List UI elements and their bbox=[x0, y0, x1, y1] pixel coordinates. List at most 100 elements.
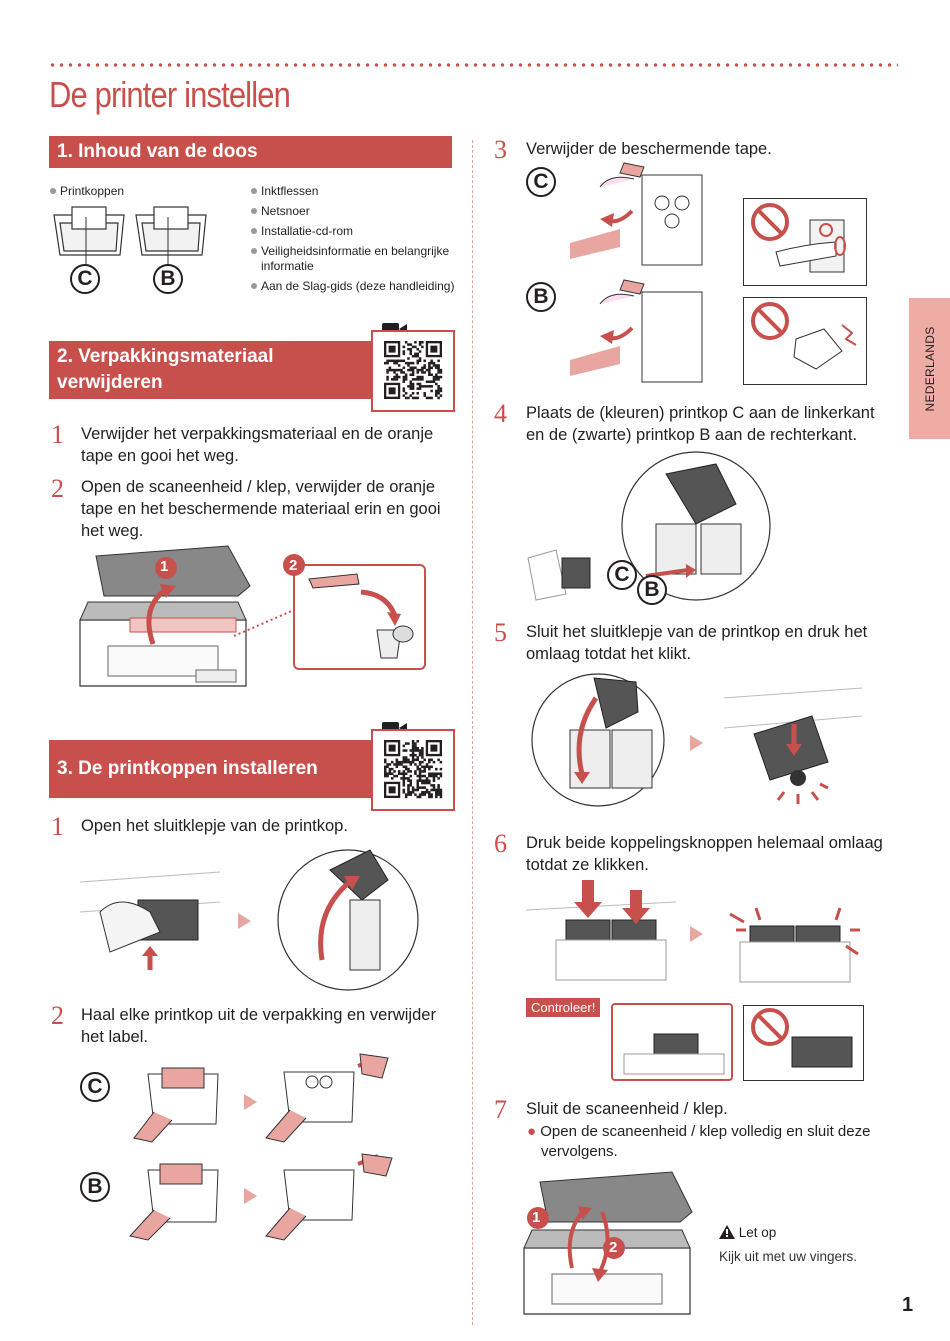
step-number: 2 bbox=[51, 1001, 64, 1030]
remove-tape-color-illustration bbox=[570, 162, 703, 266]
section3-step1-text: Open het sluitklepje van de printkop. bbox=[81, 817, 348, 835]
box-item-5: Aan de Slag-gids (deze handleiding) bbox=[251, 279, 454, 294]
close-scanner-illustration bbox=[523, 1171, 693, 1315]
bullet-dot bbox=[251, 248, 257, 254]
step-number: 5 bbox=[494, 618, 507, 647]
page-title: De printer instellen bbox=[49, 74, 291, 115]
latch-opened-illustration bbox=[277, 849, 419, 991]
step-number: 2 bbox=[51, 474, 64, 503]
check-inset-box bbox=[611, 1003, 733, 1081]
box-item-3: Installatie-cd-rom bbox=[251, 224, 353, 239]
remove-tape-black-illustration bbox=[570, 279, 703, 383]
do-not-drop-illustration bbox=[751, 302, 857, 370]
press-joint-buttons-illustration bbox=[525, 880, 677, 984]
bullet-dot bbox=[50, 188, 56, 194]
next-arrow-icon bbox=[238, 913, 251, 929]
step-number: 6 bbox=[494, 829, 507, 858]
section2-heading-line1: 2. Verpakkingsmateriaal bbox=[57, 346, 274, 367]
step-number: 4 bbox=[494, 399, 507, 428]
section2-step1-text: Verwijder het verpakkingsmateriaal en de… bbox=[81, 425, 434, 465]
step3-text: Verwijder de beschermende tape. bbox=[526, 140, 772, 158]
insert-printheads-illustration bbox=[527, 451, 771, 601]
step7-bullet-text: Open de scaneenheid / klep volledig en s… bbox=[540, 1123, 871, 1160]
step6-text: Druk beide koppelingsknoppen helemaal om… bbox=[526, 834, 883, 874]
qr-code-icon bbox=[384, 341, 443, 400]
badge-c: C bbox=[607, 560, 637, 590]
qr-code-icon bbox=[384, 740, 443, 799]
latch-closed-illustration bbox=[723, 668, 863, 814]
wrong-handling-panel-1 bbox=[743, 198, 867, 286]
box-item-1-text: Inktflessen bbox=[261, 184, 319, 198]
badge-c: C bbox=[70, 264, 100, 294]
next-arrow-icon bbox=[244, 1094, 257, 1110]
badge-b: B bbox=[526, 282, 556, 312]
hand-on-latch-illustration bbox=[79, 852, 221, 970]
do-not-touch-contacts-illustration bbox=[751, 203, 846, 273]
box-item-1: Inktflessen bbox=[251, 184, 318, 199]
printer-open-illustration bbox=[79, 545, 251, 687]
section1-heading: 1. Inhoud van de doos bbox=[49, 136, 452, 168]
joint-buttons-clicked-illustration bbox=[720, 900, 860, 986]
color-printhead-unpacked bbox=[265, 1053, 389, 1143]
incorrect-position-illustration bbox=[751, 1008, 853, 1068]
printhead-boxes-illustration bbox=[53, 206, 207, 269]
box-item-2: Netsnoer bbox=[251, 204, 310, 219]
section2-heading: 2. Verpakkingsmateriaal verwijderen bbox=[49, 341, 372, 399]
bullet-dot bbox=[251, 208, 257, 214]
warning-icon bbox=[719, 1225, 735, 1239]
step-number: 1 bbox=[51, 420, 64, 449]
qr-code-video-link[interactable] bbox=[371, 729, 455, 811]
step-number: 3 bbox=[494, 135, 507, 164]
wrong-handling-panel-2 bbox=[743, 297, 867, 385]
badge-c: C bbox=[80, 1072, 110, 1102]
bullet-dot bbox=[251, 283, 257, 289]
badge-c: C bbox=[526, 167, 556, 197]
step7-bullet: ● Open de scaneenheid / klep volledig en… bbox=[527, 1123, 871, 1160]
printheads-label: Printkoppen bbox=[50, 184, 124, 199]
dotted-callout-line bbox=[233, 609, 295, 637]
section2-heading-line2: verwijderen bbox=[57, 372, 163, 393]
bullet-dot bbox=[251, 228, 257, 234]
black-printhead-unpacked bbox=[265, 1153, 393, 1241]
language-tab-label: NEDERLANDS bbox=[922, 325, 937, 412]
caution-title-text: Let op bbox=[738, 1225, 777, 1240]
section3-heading: 3. De printkoppen installeren bbox=[49, 740, 372, 798]
printheads-label-text: Printkoppen bbox=[60, 184, 125, 198]
section2-step2-text: Open de scaneenheid / klep, verwijder de… bbox=[81, 478, 441, 540]
next-arrow-icon bbox=[244, 1188, 257, 1204]
step5-text: Sluit het sluitklepje van de printkop en… bbox=[526, 623, 868, 663]
column-divider bbox=[472, 140, 473, 1325]
marker-2: 2 bbox=[289, 557, 298, 574]
title-dotted-rule bbox=[48, 62, 898, 68]
caution-title: Let op bbox=[719, 1225, 776, 1240]
bullet-dot bbox=[251, 188, 257, 194]
step-number: 7 bbox=[494, 1095, 507, 1124]
check-label: Controleer! bbox=[526, 998, 601, 1017]
box-item-3-text: Installatie-cd-rom bbox=[261, 224, 354, 238]
close-latch-illustration bbox=[531, 673, 665, 807]
marker-2: 2 bbox=[609, 1239, 618, 1256]
language-tab: NEDERLANDS bbox=[909, 298, 950, 439]
qr-code-video-link[interactable] bbox=[371, 330, 455, 412]
section3-heading-text: 3. De printkoppen installeren bbox=[57, 758, 318, 779]
detail-inset-box bbox=[293, 564, 426, 670]
box-item-4-text: Veiligheidsinformatie en belangrijke inf… bbox=[261, 244, 450, 273]
step4-text: Plaats de (kleuren) printkop C aan de li… bbox=[526, 404, 875, 444]
badge-b: B bbox=[80, 1172, 110, 1202]
black-printhead-packaged bbox=[129, 1163, 219, 1241]
next-arrow-icon bbox=[690, 926, 703, 942]
incorrect-position-panel bbox=[743, 1005, 864, 1081]
box-item-2-text: Netsnoer bbox=[261, 204, 310, 218]
section1-heading-text: 1. Inhoud van de doos bbox=[57, 141, 258, 162]
remove-material-illustration bbox=[283, 554, 414, 659]
next-arrow-icon bbox=[690, 735, 703, 751]
step7-text: Sluit de scaneenheid / klep. bbox=[526, 1100, 728, 1118]
badge-b: B bbox=[637, 575, 667, 605]
correct-position-illustration bbox=[623, 1033, 725, 1075]
marker-1: 1 bbox=[532, 1209, 541, 1226]
caution-text: Kijk uit met uw vingers. bbox=[719, 1249, 858, 1264]
page-number: 1 bbox=[902, 1294, 914, 1316]
marker-1: 1 bbox=[160, 558, 169, 575]
color-printhead-packaged bbox=[133, 1067, 219, 1143]
box-item-4: Veiligheidsinformatie en belangrijke inf… bbox=[251, 244, 466, 274]
